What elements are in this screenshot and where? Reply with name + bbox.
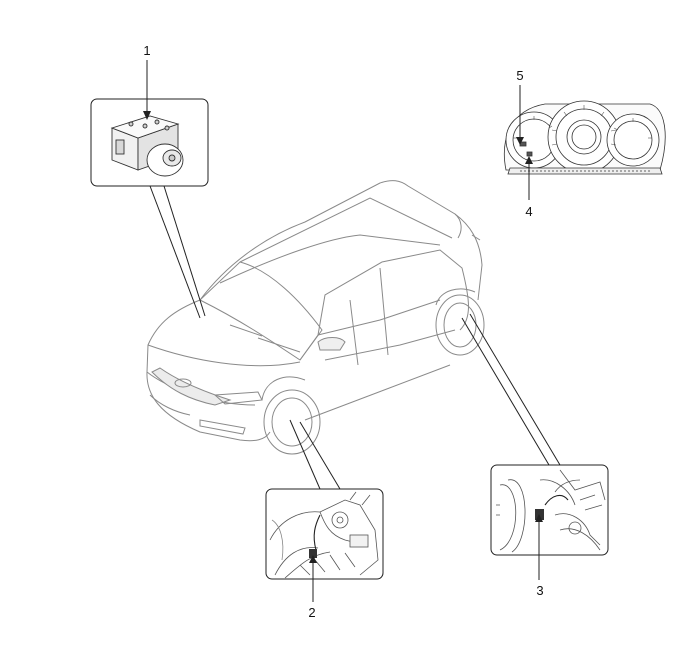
callout-4: 4 (525, 156, 533, 219)
callout-4-number: 4 (525, 204, 532, 219)
callout-3-number: 3 (536, 583, 543, 598)
front-wheel-sensor-inset (265, 488, 384, 580)
leader-lines-3 (461, 313, 561, 466)
callout-3: 3 (535, 514, 544, 598)
leader-lines-2 (289, 419, 341, 490)
callout-2-number: 2 (308, 605, 315, 620)
callout-1: 1 (143, 43, 151, 120)
callout-1-number: 1 (143, 43, 150, 58)
abs-module-icon (110, 115, 184, 177)
instrument-cluster (503, 100, 666, 175)
callout-2: 2 (308, 555, 317, 620)
callout-5-number: 5 (516, 68, 523, 83)
vehicle-outline (146, 180, 485, 455)
rear-wheel-sensor-inset (490, 464, 609, 556)
callout-5: 5 (516, 68, 524, 145)
leader-lines-1 (149, 185, 206, 319)
inset-frame-2 (265, 488, 384, 580)
abs-module-inset (90, 98, 209, 187)
